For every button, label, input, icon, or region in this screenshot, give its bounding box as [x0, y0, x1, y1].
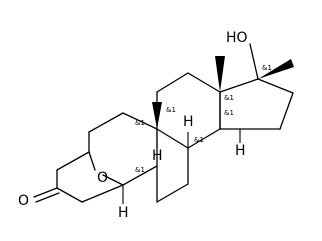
stereo-label-c8: &1: [194, 136, 204, 144]
stereo-label-c17: &1: [262, 64, 272, 72]
stereo-label-c13: &1: [224, 94, 234, 102]
carbonyl-bond-1: [33, 187, 58, 198]
h-c8-label: H: [183, 114, 194, 130]
c17-oh-bond: [249, 43, 259, 80]
stereo-label-c10: &1: [135, 119, 145, 127]
h-c9-label: H: [152, 148, 163, 164]
h-c5-label: H: [118, 205, 129, 221]
ring-oxygen-label: O: [97, 170, 108, 186]
c10-methyl-wedge: [152, 102, 162, 129]
stereo-label-c14: &1: [224, 109, 234, 117]
carbonyl-bond-2: [35, 192, 60, 203]
h-c14-label: H: [235, 143, 246, 159]
stereo-label-c5: &1: [135, 166, 145, 174]
lactone-bonds: [56, 151, 124, 203]
stereo-label-c9: &1: [166, 106, 176, 114]
carbonyl-oxygen-label: O: [18, 193, 29, 209]
c13-methyl-wedge: [215, 56, 225, 92]
hydroxyl-label: HO: [226, 30, 248, 46]
ring-d-bonds: [219, 78, 294, 130]
c17-methyl-wedge: [258, 59, 294, 79]
